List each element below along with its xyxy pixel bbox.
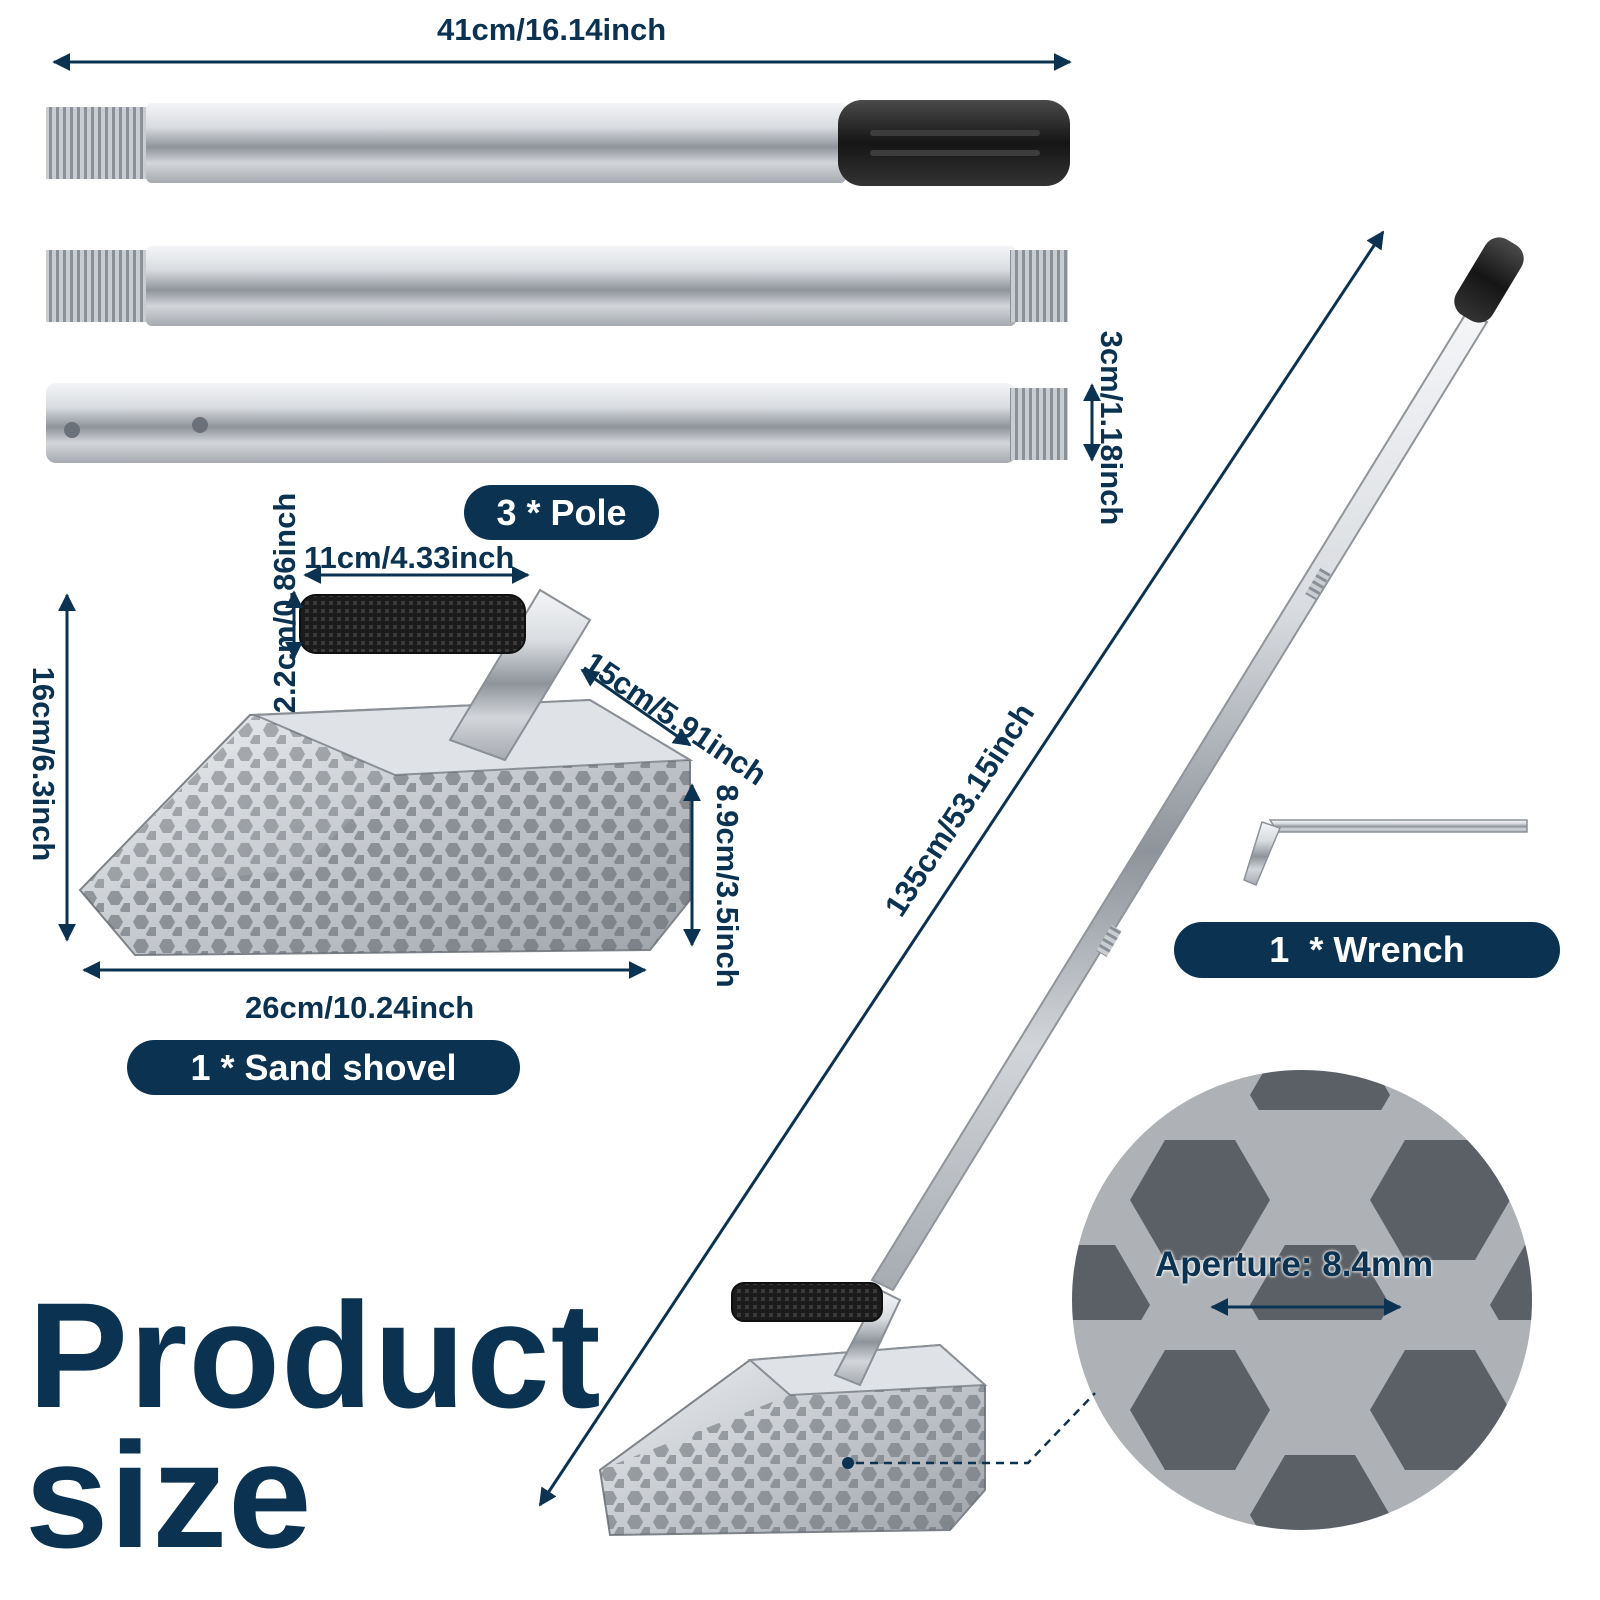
wrench-caption-pill: 1 * Wrench [1174, 922, 1560, 978]
shovel-caption: 1 * Sand shovel [190, 1046, 457, 1088]
wrench-image [1243, 819, 1528, 886]
pole-caption: 3 * Pole [496, 491, 627, 533]
handle-length-label: 11cm/4.33inch [304, 540, 515, 575]
shovel-caption-pill: 1 * Sand shovel [127, 1040, 520, 1095]
pole-length-label: 41cm/16.14inch [437, 12, 667, 47]
shovel-depth-label: 8.9cm/3.5inch [710, 784, 745, 988]
pole-top-with-grip [46, 100, 1070, 186]
aperture-label: Aperture: 8.4mm [1155, 1245, 1434, 1284]
heading-line-1: Product [28, 1271, 602, 1439]
shovel-height-label: 16cm/6.3inch [26, 666, 61, 862]
pole-bottom [46, 383, 1068, 463]
pole-diameter-label: 3cm/1.18inch [1094, 330, 1129, 526]
handle-diameter-label: 2.2cm/0.86inch [267, 492, 302, 714]
aperture-detail-circle [856, 1066, 1536, 1534]
heading-line-2: size [25, 1411, 313, 1579]
wrench-caption: 1 * Wrench [1269, 929, 1465, 970]
pole-middle [46, 246, 1068, 326]
sand-shovel-image [78, 588, 694, 957]
pole-caption-pill: 3 * Pole [464, 485, 659, 540]
shovel-width-label: 26cm/10.24inch [245, 990, 475, 1025]
